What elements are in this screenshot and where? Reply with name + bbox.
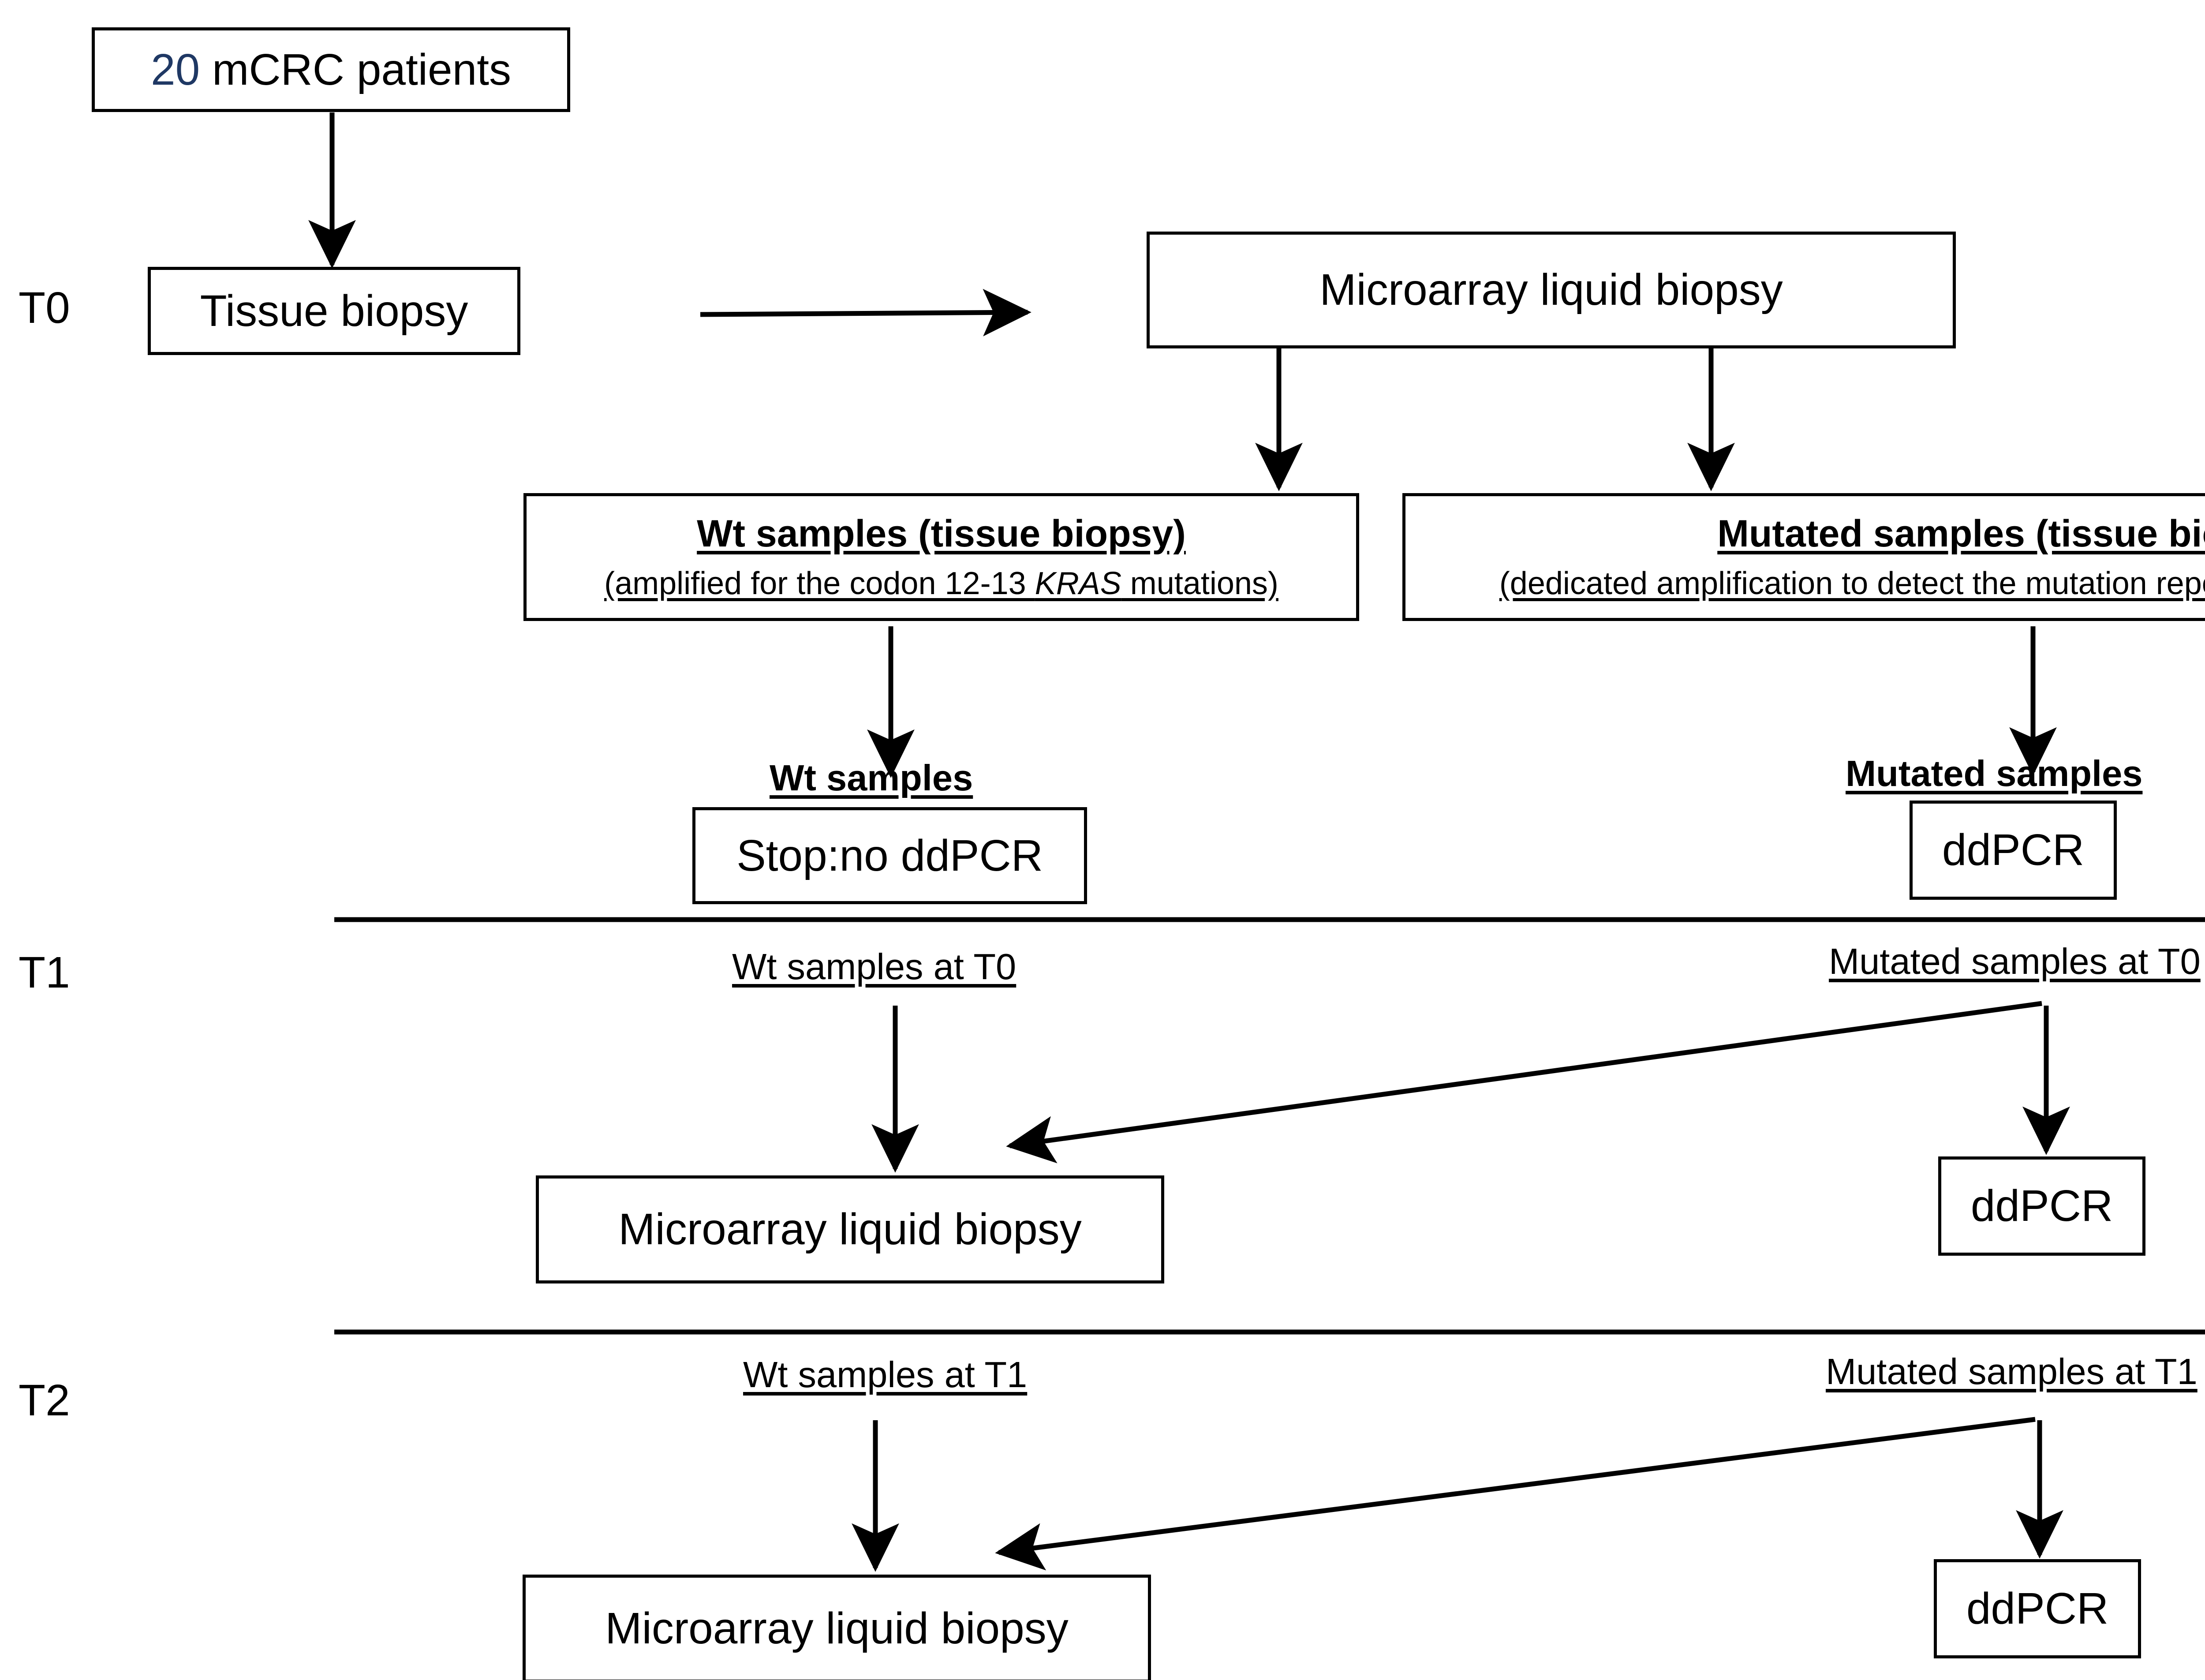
node-microarray-t2[interactable]: Microarray liquid biopsy: [523, 1575, 1151, 1680]
node-microarray-t0[interactable]: Microarray liquid biopsy: [1147, 232, 1956, 348]
node-wt-samples-tissue-biopsy[interactable]: Wt samples (tissue biopsy) (amplified fo…: [523, 493, 1359, 621]
caption-mutated-samples: Mutated samples: [1846, 753, 2143, 794]
node-microarray-t0-label: Microarray liquid biopsy: [1319, 265, 1783, 314]
caption-wt-samples: Wt samples: [770, 757, 973, 798]
node-microarray-t1-label: Microarray liquid biopsy: [618, 1205, 1082, 1254]
caption-mutated-samples-at-t1: Mutated samples at T1: [1826, 1351, 2198, 1392]
mutated-box-subtext: (dedicated amplification to detect the m…: [1499, 565, 2205, 601]
wt-box-sub-prefix: (amplified for the codon 12-13: [604, 565, 1035, 601]
node-ddpcr-t1[interactable]: ddPCR: [1938, 1156, 2145, 1256]
timepoint-label-t0: T0: [19, 283, 70, 333]
wt-box-subtext: (amplified for the codon 12-13 KRAS muta…: [604, 565, 1278, 602]
node-microarray-t2-label: Microarray liquid biopsy: [605, 1604, 1069, 1653]
node-microarray-t1[interactable]: Microarray liquid biopsy: [536, 1175, 1164, 1283]
timepoint-label-t1: T1: [19, 948, 70, 997]
node-ddpcr-t1-label: ddPCR: [1970, 1181, 2113, 1231]
wt-box-gene-name: KRAS: [1035, 565, 1121, 601]
node-tissue-biopsy[interactable]: Tissue biopsy: [148, 267, 520, 355]
node-ddpcr-t0[interactable]: ddPCR: [1910, 801, 2117, 900]
node-ddpcr-t0-label: ddPCR: [1942, 825, 2085, 875]
wt-box-sub-suffix: mutations): [1121, 565, 1278, 601]
caption-wt-samples-at-t1: Wt samples at T1: [743, 1354, 1028, 1395]
patient-count: 20: [151, 45, 200, 94]
node-stop-no-ddpcr-label: Stop:no ddPCR: [736, 831, 1043, 880]
node-patients[interactable]: 20 mCRC patients: [92, 27, 570, 112]
mutated-box-heading: Mutated samples (tissue biopsy): [1717, 513, 2205, 555]
node-ddpcr-t2-label: ddPCR: [1966, 1584, 2109, 1633]
arrow-tissue-to-microarray-t0: [700, 288, 1031, 337]
node-stop-no-ddpcr[interactable]: Stop:no ddPCR: [692, 807, 1087, 904]
patient-count-suffix: mCRC patients: [200, 45, 511, 94]
caption-mutated-samples-at-t0: Mutated samples at T0: [1829, 941, 2201, 982]
node-tissue-biopsy-label: Tissue biopsy: [200, 286, 468, 336]
node-mutated-samples-tissue-biopsy[interactable]: Mutated samples (tissue biopsy) (dedicat…: [1402, 493, 2205, 621]
wt-box-heading: Wt samples (tissue biopsy): [697, 513, 1186, 555]
node-patients-label: 20 mCRC patients: [151, 45, 511, 94]
caption-wt-samples-at-t0: Wt samples at T0: [732, 946, 1017, 987]
timepoint-label-t2: T2: [19, 1376, 70, 1425]
arrow-mutated-t0-diagonal-to-microarray-t1: [1006, 1001, 2042, 1164]
arrow-mutated-t1-diagonal-to-microarray-t2: [995, 1417, 2036, 1571]
node-ddpcr-t2[interactable]: ddPCR: [1934, 1559, 2141, 1658]
